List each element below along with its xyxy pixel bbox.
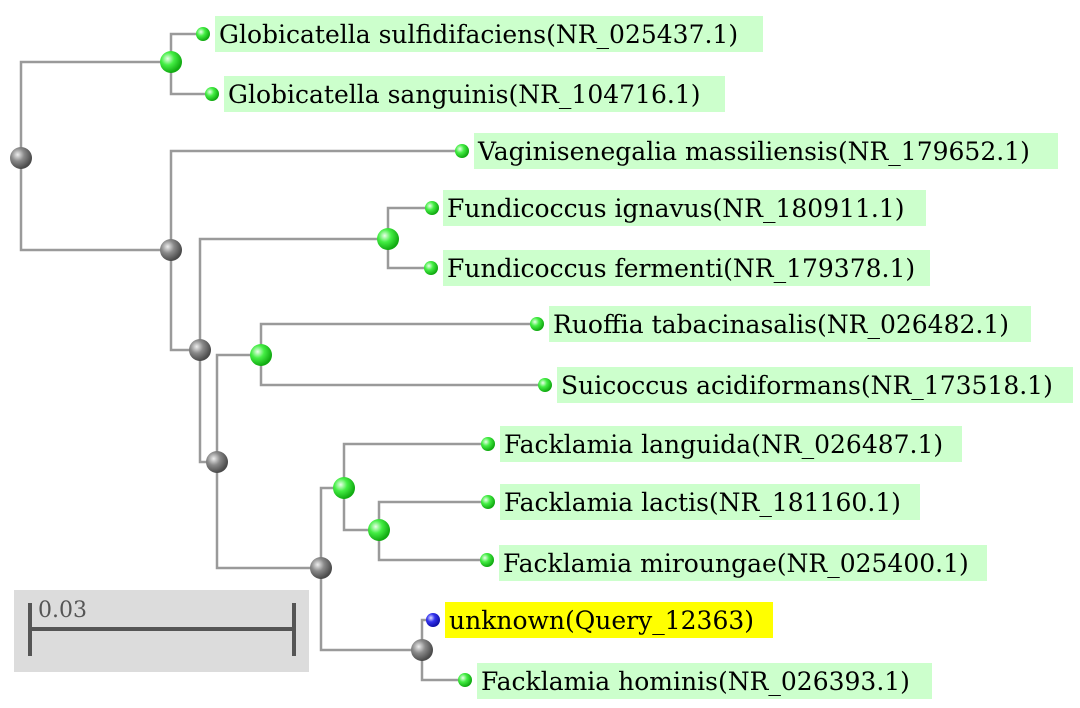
tree-branches [19, 32, 545, 682]
branch-main-clade [169, 149, 462, 352]
leaf-node[interactable] [480, 553, 494, 567]
leaf-label: Suicoccus acidiformans(NR_173518.1) [561, 371, 1053, 400]
leaf-highlight [443, 190, 926, 226]
internal-node-green[interactable] [160, 51, 182, 73]
leaf-node[interactable] [455, 144, 469, 158]
internal-node-green[interactable] [368, 519, 390, 541]
branch-node-321 [319, 486, 422, 652]
leaf-label: Vaginisenegalia massiliensis(NR_179652.1… [477, 137, 1030, 166]
query-label: unknown(Query_12363) [449, 606, 754, 635]
leaf-highlight [557, 367, 1073, 403]
scale-bar: 0.03 [14, 590, 309, 672]
leaf-label: Facklamia lactis(NR_181160.1) [504, 488, 901, 517]
leaf-node[interactable] [458, 673, 472, 687]
branch-facklamia-b [377, 500, 488, 562]
leaf-highlight [499, 545, 987, 581]
query-highlight [445, 602, 773, 638]
internal-node[interactable] [206, 451, 228, 473]
leaf-node[interactable] [424, 261, 438, 275]
leaf-label: Facklamia languida(NR_026487.1) [504, 430, 943, 459]
leaf-label: Globicatella sulfidifaciens(NR_025437.1) [219, 20, 738, 49]
leaf-highlight [500, 484, 920, 520]
leaf-label: Fundicoccus ignavus(NR_180911.1) [447, 194, 905, 223]
leaf-highlight [477, 663, 932, 699]
internal-node[interactable] [189, 339, 211, 361]
branch-facklamia-a [342, 442, 488, 532]
query-node[interactable] [426, 613, 440, 627]
branch-node-200 [198, 237, 388, 464]
internal-node[interactable] [160, 239, 182, 261]
internal-node-green[interactable] [377, 228, 399, 250]
leaf-node[interactable] [481, 437, 495, 451]
scale-bar-label: 0.03 [38, 598, 87, 623]
leaf-label: Facklamia hominis(NR_026393.1) [481, 667, 910, 696]
leaf-highlight [500, 426, 962, 462]
internal-node-green[interactable] [250, 344, 272, 366]
leaf-node[interactable] [425, 201, 439, 215]
leaf-highlight [224, 76, 725, 112]
internal-node[interactable] [310, 557, 332, 579]
leaf-node[interactable] [196, 27, 210, 41]
internal-node-green[interactable] [333, 477, 355, 499]
leaf-label: Facklamia miroungae(NR_025400.1) [503, 549, 969, 578]
leaf-node[interactable] [530, 317, 544, 331]
tree-nodes [10, 27, 552, 687]
branch-node-217 [215, 353, 321, 570]
internal-node[interactable] [10, 147, 32, 169]
leaf-highlight [474, 133, 1058, 169]
leaf-highlight [549, 306, 1031, 342]
branch-root [19, 60, 171, 252]
leaf-labels: Globicatella sulfidifaciens(NR_025437.1)… [215, 16, 1073, 699]
branch-ruoffia-suicoccus [259, 322, 545, 387]
leaf-label: Fundicoccus fermenti(NR_179378.1) [447, 254, 915, 283]
leaf-node[interactable] [205, 87, 219, 101]
leaf-node[interactable] [538, 378, 552, 392]
leaf-label: Globicatella sanguinis(NR_104716.1) [228, 80, 700, 109]
leaf-highlight [215, 16, 763, 52]
leaf-label: Ruoffia tabacinasalis(NR_026482.1) [553, 310, 1009, 339]
internal-node[interactable] [411, 639, 433, 661]
leaf-highlight [443, 250, 930, 286]
leaf-node[interactable] [481, 495, 495, 509]
